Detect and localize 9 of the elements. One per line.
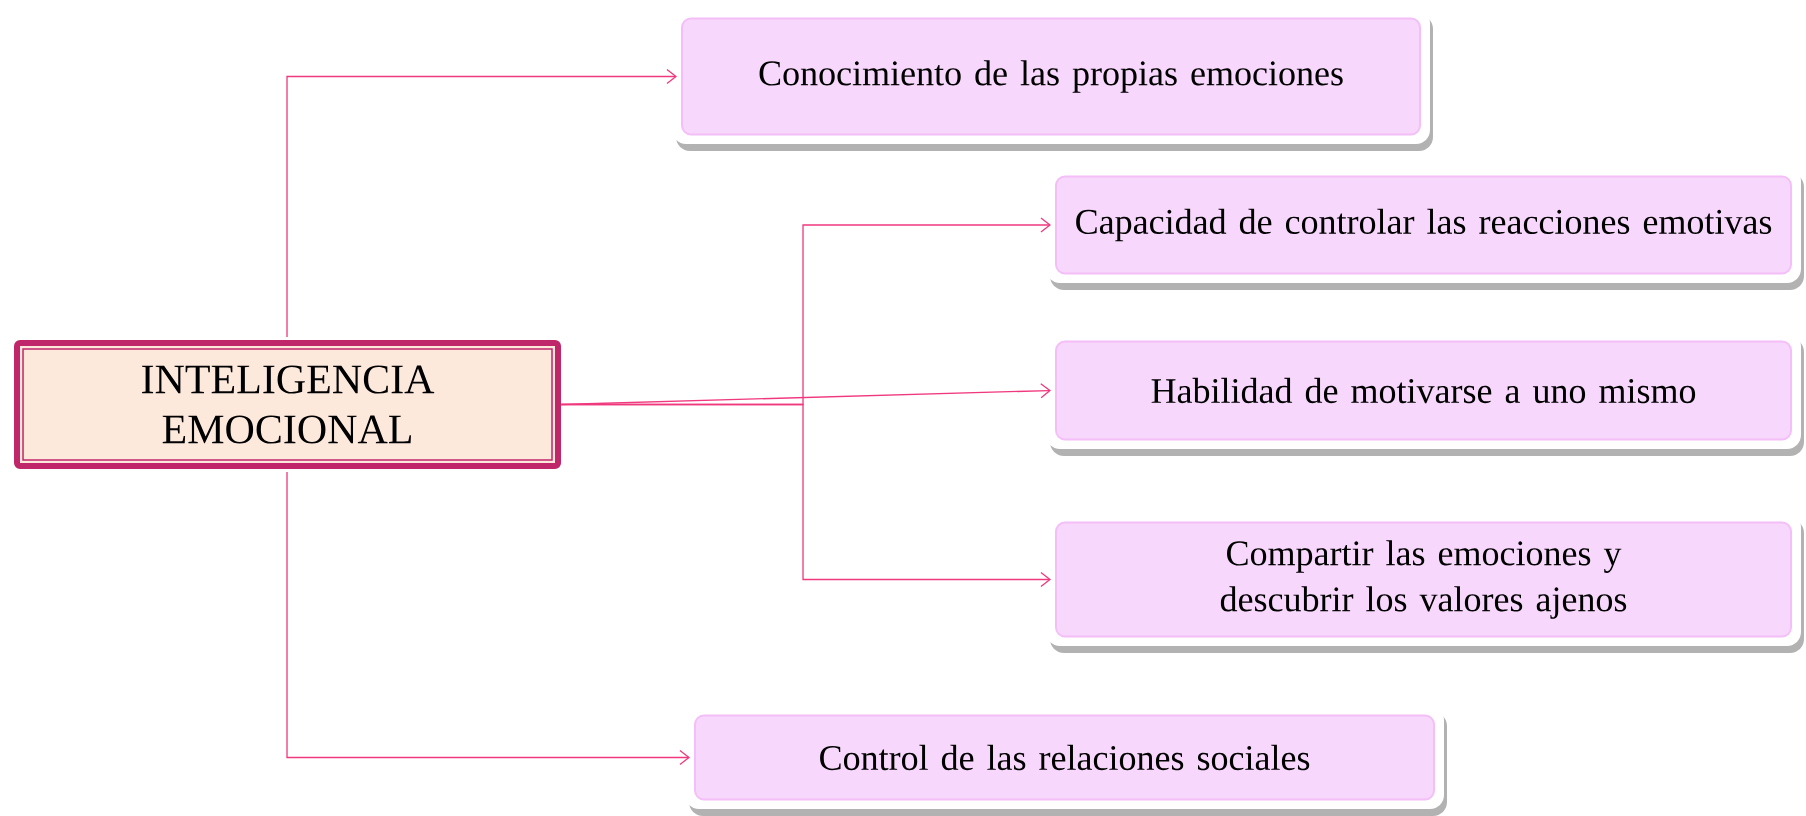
concept-box: INTELIGENCIA EMOCIONAL (14, 340, 561, 469)
arrow (286, 471, 690, 766)
arrow (560, 403, 1051, 588)
topic-box: Capacidad de controlar las reacciones emotivas (1046, 167, 1804, 290)
topic-box: Control de las relaciones sociales (685, 706, 1447, 816)
topic-box: Conocimiento de las propias emociones (672, 9, 1433, 151)
topic-box: Compartir las emociones y descubrir los valores ajenos (1046, 513, 1804, 653)
arrow (286, 68, 677, 338)
topic-box: Habilidad de motivarse a uno mismo (1046, 332, 1804, 456)
